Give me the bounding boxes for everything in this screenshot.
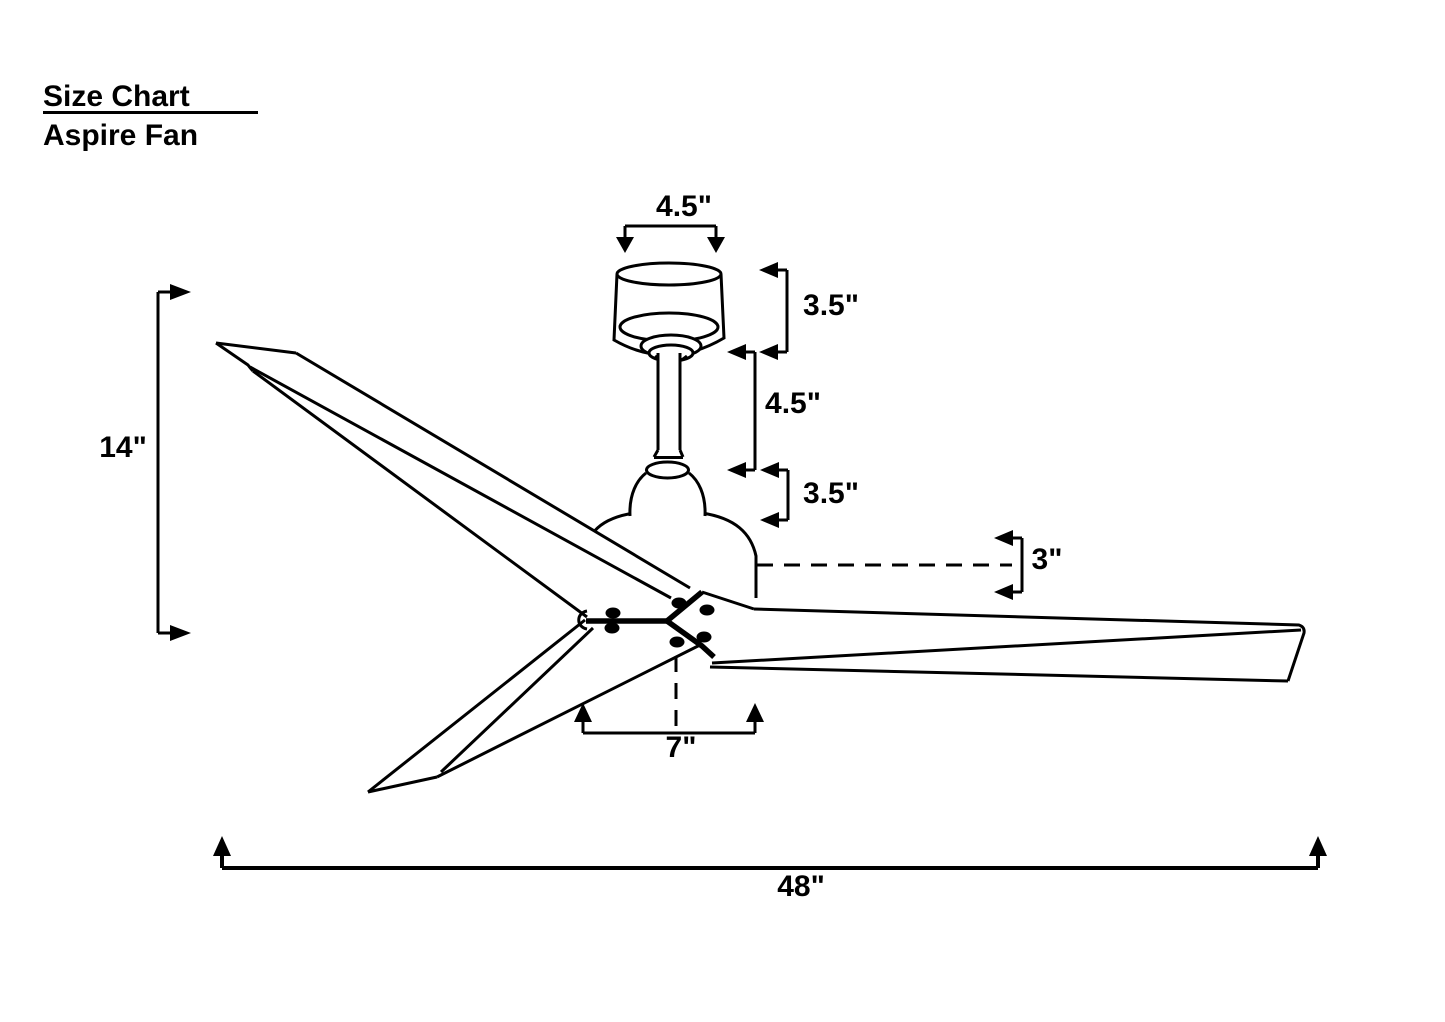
arrow-right-icon [170, 625, 191, 641]
arrow-left-icon [727, 462, 746, 478]
arrow-left-icon [759, 262, 778, 278]
dim-label-overall-height: 14" [99, 431, 147, 464]
blade-right [709, 607, 1306, 683]
arrow-down-icon [616, 237, 634, 253]
dim-motor-housing-height [757, 530, 1024, 600]
arrow-down-icon [707, 237, 725, 253]
motor-coupler [628, 460, 707, 517]
arrow-left-icon [994, 530, 1013, 546]
arrow-up-icon [746, 703, 764, 722]
page-title: Size Chart [43, 80, 190, 113]
title-underline [43, 111, 258, 114]
dim-downrod-length [727, 344, 757, 478]
dim-label-blade-width: 7" [665, 731, 697, 764]
dim-label-blade-span: 48" [777, 870, 825, 903]
arrow-left-icon [727, 344, 746, 360]
dim-label-downrod-length: 4.5" [765, 387, 821, 420]
dim-canopy-width [616, 224, 725, 253]
arrow-left-icon [760, 512, 779, 528]
dim-overall-height [156, 284, 191, 641]
arrow-left-icon [759, 344, 778, 360]
dim-label-canopy-width: 4.5" [656, 190, 712, 223]
dim-motor-top-height [760, 462, 790, 528]
hub-screws [604, 597, 715, 648]
blade-lower-left [367, 618, 701, 794]
arrow-left-icon [994, 584, 1013, 600]
dim-blade-width [574, 656, 764, 735]
dim-label-canopy-height: 3.5" [803, 289, 859, 322]
downrod [652, 352, 685, 459]
page-subtitle: Aspire Fan [43, 119, 199, 152]
arrow-up-icon [574, 703, 592, 722]
blade-upper-left [215, 341, 691, 621]
arrow-right-icon [170, 284, 191, 300]
dim-label-motor-top-height: 3.5" [803, 477, 859, 510]
arrow-up-icon [213, 836, 231, 856]
dim-blade-span [213, 836, 1327, 870]
dim-label-motor-housing-height: 3" [1031, 543, 1063, 576]
arrow-left-icon [760, 462, 779, 478]
dim-canopy-height [759, 262, 789, 360]
arrow-up-icon [1309, 836, 1327, 856]
